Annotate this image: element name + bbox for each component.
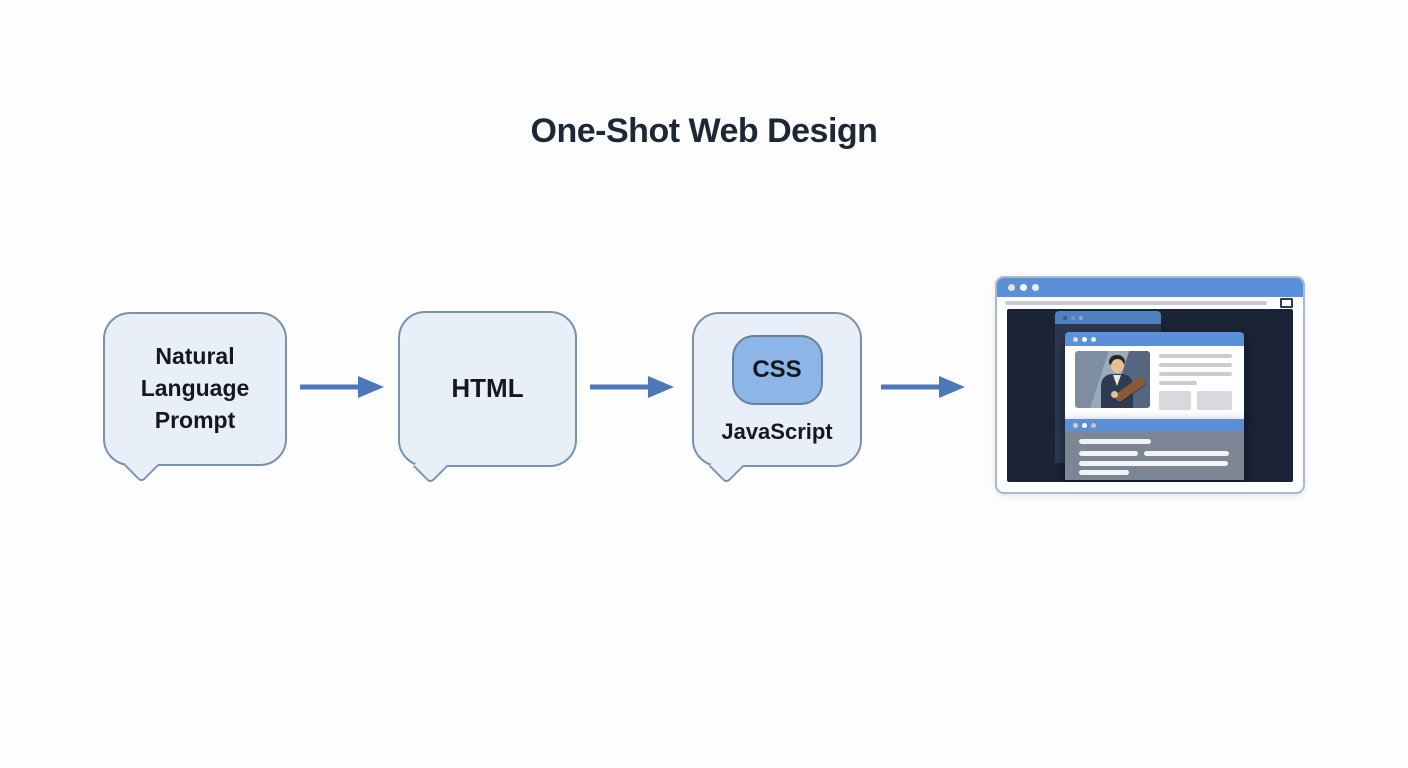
card-placeholder-group [1159, 391, 1232, 410]
text-line-placeholder [1079, 439, 1151, 444]
css-chip: CSS [731, 334, 823, 405]
window-titlebar [1065, 332, 1244, 346]
text-line-placeholder [1079, 461, 1228, 466]
window-dot-icon [1073, 422, 1078, 428]
flow-arrow-icon [590, 376, 674, 398]
window-dot-icon [1082, 336, 1087, 342]
text-line-placeholder [1159, 372, 1232, 376]
footer-window [1065, 419, 1244, 480]
window-dot-icon [1082, 422, 1087, 428]
speech-bubble-tail [412, 448, 449, 485]
window-dot-icon [1091, 336, 1096, 342]
text-line-placeholder [1079, 451, 1138, 456]
prompt-label: Natural Language Prompt [140, 343, 250, 433]
browser-toolbar [997, 297, 1303, 309]
speech-bubble-html: HTML [398, 311, 577, 485]
person-hand [1111, 391, 1118, 398]
card-placeholder [1159, 391, 1192, 410]
hero-photo-placeholder [1075, 351, 1150, 408]
window-dot-icon [1073, 336, 1078, 342]
window-dot-icon [1063, 315, 1067, 320]
address-bar-placeholder [1005, 301, 1267, 305]
text-line-placeholder [1079, 470, 1129, 475]
person-head [1111, 359, 1124, 373]
speech-bubble-tail [708, 448, 745, 485]
window-titlebar [1065, 419, 1244, 431]
window-dot-icon [1071, 315, 1075, 320]
browser-viewport [1007, 309, 1293, 482]
content-window [1065, 332, 1244, 420]
person-shirt [1113, 375, 1121, 386]
card-placeholder [1197, 391, 1232, 410]
window-dot-icon [1032, 284, 1039, 291]
window-dot-icon [1008, 284, 1015, 291]
browser-titlebar [997, 278, 1303, 297]
maximize-icon [1280, 298, 1293, 308]
speech-bubble-prompt: Natural Language Prompt [103, 312, 287, 484]
flow-arrow-icon [881, 376, 965, 398]
window-dot-icon [1020, 284, 1027, 291]
javascript-label: JavaScript [721, 418, 833, 444]
text-line-placeholder [1159, 363, 1232, 367]
page-title: One-Shot Web Design [530, 112, 878, 150]
window-body [1065, 431, 1244, 480]
text-placeholder-group [1159, 354, 1232, 410]
text-line-placeholder [1144, 451, 1229, 456]
html-label: HTML [451, 373, 524, 404]
text-line-placeholder [1159, 381, 1197, 385]
browser-window [995, 276, 1305, 494]
window-dot-icon [1079, 315, 1083, 320]
window-body [1065, 346, 1244, 420]
text-line-placeholder [1159, 354, 1232, 358]
flow-arrow-icon [300, 376, 384, 398]
window-titlebar [1055, 311, 1161, 324]
speech-bubble-tail [123, 447, 160, 484]
speech-bubble-css-js: CSS JavaScript [692, 312, 862, 485]
window-dot-icon [1091, 422, 1096, 428]
